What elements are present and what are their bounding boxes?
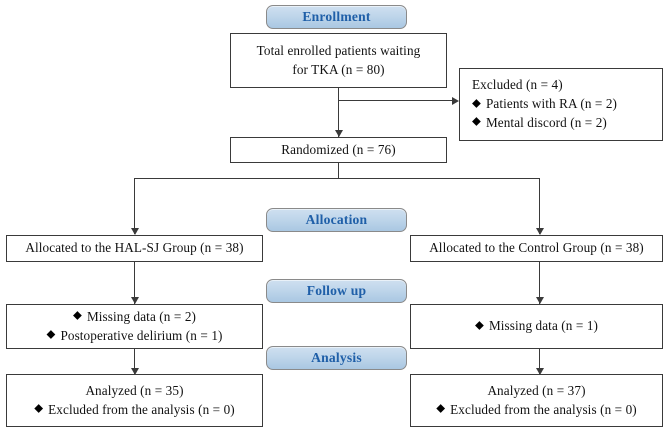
- diamond-bullet-icon: ◆: [72, 309, 82, 322]
- diamond-bullet-icon: ◆: [34, 402, 44, 415]
- stage-badge-analysis: Analysis: [266, 346, 407, 370]
- box-excluded-reason-2: ◆ Mental discord (n = 2): [472, 114, 607, 133]
- arrowhead-allocated-control: [535, 228, 544, 235]
- arrowhead-allocated-intervention: [130, 228, 139, 235]
- box-allocated-control: Allocated to the Control Group (n = 38): [410, 235, 663, 262]
- stage-badge-enrollment-label: Enrollment: [302, 9, 371, 24]
- diamond-bullet-icon: ◆: [46, 328, 56, 341]
- diamond-bullet-icon: ◆: [474, 319, 484, 332]
- connector-split-right-drop: [539, 178, 541, 234]
- box-followup-control-item-1: ◆ Missing data (n = 1): [475, 317, 598, 336]
- diamond-bullet-icon: ◆: [472, 115, 481, 128]
- box-followup-control: ◆ Missing data (n = 1): [410, 304, 663, 349]
- box-total-enrolled-line-1: Total enrolled patients waiting: [256, 42, 421, 58]
- stage-badge-followup-label: Follow up: [306, 283, 367, 298]
- box-allocated-control-label: Allocated to the Control Group (n = 38): [429, 240, 644, 256]
- box-excluded-reason-2-label: Mental discord (n = 2): [485, 114, 607, 130]
- box-randomized-label: Randomized (n = 76): [281, 141, 396, 157]
- box-excluded-title: Excluded (n = 4): [472, 77, 563, 93]
- box-excluded-reason-1-label: Patients with RA (n = 2): [485, 96, 618, 112]
- connector-split-left-drop: [134, 178, 136, 234]
- box-analysis-intervention-analyzed: Analyzed (n = 35): [85, 382, 184, 398]
- arrowhead-analysis-control: [535, 368, 544, 375]
- arrowhead-followup-control: [535, 297, 544, 304]
- stage-badge-analysis-label: Analysis: [311, 350, 362, 365]
- box-randomized: Randomized (n = 76): [230, 137, 447, 163]
- box-followup-control-item-1-label: Missing data (n = 1): [488, 318, 599, 334]
- arrowhead-analysis-intervention: [130, 368, 139, 375]
- box-allocated-intervention: Allocated to the HAL-SJ Group (n = 38): [6, 235, 263, 262]
- diamond-bullet-icon: ◆: [436, 402, 446, 415]
- box-excluded: Excluded (n = 4) ◆ Patients with RA (n =…: [459, 68, 663, 141]
- stage-badge-enrollment: Enrollment: [266, 5, 407, 29]
- box-analysis-control-excluded: ◆ Excluded from the analysis (n = 0): [436, 401, 637, 420]
- arrowhead-to-randomized: [334, 130, 343, 137]
- stage-badge-allocation: Allocation: [266, 208, 407, 232]
- arrowhead-to-excluded: [452, 96, 459, 105]
- box-followup-intervention: ◆ Missing data (n = 2) ◆ Postoperative d…: [6, 304, 263, 349]
- box-analysis-control-analyzed: Analyzed (n = 37): [487, 382, 586, 398]
- box-total-enrolled-line-2: for TKA (n = 80): [292, 61, 385, 77]
- diamond-bullet-icon: ◆: [472, 97, 481, 110]
- box-total-enrolled: Total enrolled patients waiting for TKA …: [230, 33, 447, 88]
- connector-allocated-control-to-followup: [539, 261, 541, 304]
- connector-allocated-intervention-to-followup: [134, 261, 136, 304]
- box-analysis-control-excluded-label: Excluded from the analysis (n = 0): [450, 401, 637, 417]
- box-analysis-control: Analyzed (n = 37) ◆ Excluded from the an…: [410, 374, 663, 427]
- connector-followup-intervention-to-analysis: [134, 348, 136, 381]
- stage-badge-followup: Follow up: [266, 279, 407, 303]
- box-excluded-reason-1: ◆ Patients with RA (n = 2): [472, 95, 617, 114]
- box-followup-intervention-item-1-label: Missing data (n = 2): [86, 308, 197, 324]
- stage-badge-allocation-label: Allocation: [305, 212, 368, 227]
- box-allocated-intervention-label: Allocated to the HAL-SJ Group (n = 38): [25, 240, 244, 256]
- arrowhead-followup-intervention: [130, 297, 139, 304]
- box-analysis-intervention-excluded: ◆ Excluded from the analysis (n = 0): [34, 401, 235, 420]
- box-analysis-intervention: Analyzed (n = 35) ◆ Excluded from the an…: [6, 374, 263, 427]
- connector-followup-control-to-analysis: [539, 348, 541, 381]
- box-followup-intervention-item-1: ◆ Missing data (n = 2): [73, 308, 196, 327]
- box-followup-intervention-item-2-label: Postoperative delirium (n = 1): [60, 327, 223, 343]
- connector-enrolled-to-randomized: [338, 88, 340, 137]
- connector-to-excluded: [338, 100, 455, 102]
- box-followup-intervention-item-2: ◆ Postoperative delirium (n = 1): [46, 327, 222, 346]
- connector-allocation-split-bar: [134, 178, 540, 180]
- box-analysis-intervention-excluded-label: Excluded from the analysis (n = 0): [48, 401, 235, 417]
- connector-randomized-stem: [338, 162, 340, 179]
